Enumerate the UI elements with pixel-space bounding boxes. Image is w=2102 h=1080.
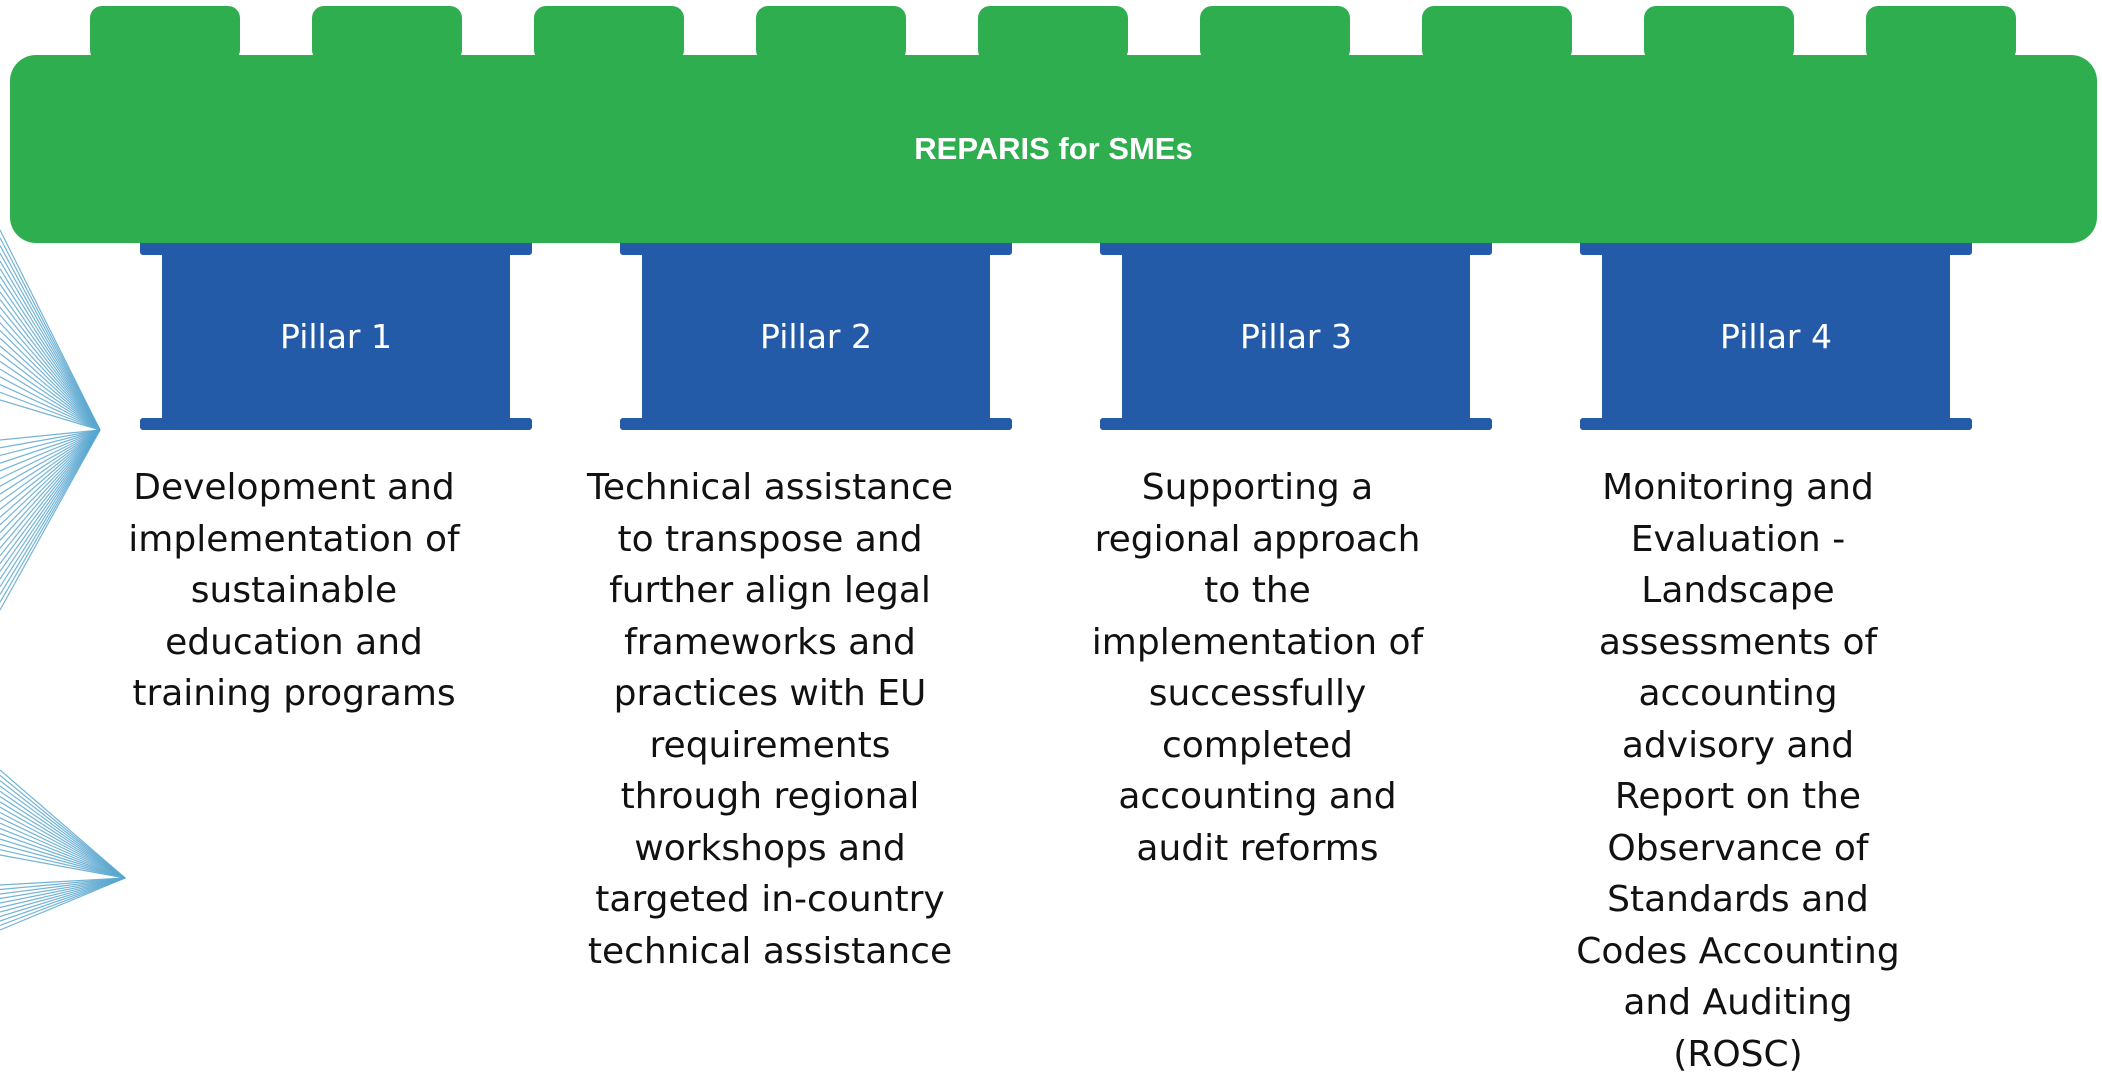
pillar-3-description: Supporting a regional approach to the im… (1091, 467, 1424, 869)
pillar-cap-bottom (620, 418, 1012, 430)
banner-tab (534, 6, 684, 62)
banner-tab (1644, 6, 1794, 62)
decorative-line-pattern (0, 229, 126, 931)
banner-tab (90, 6, 240, 62)
pillar-label: Pillar 4 (1602, 251, 1950, 422)
banner-tab (1200, 6, 1350, 62)
pillar-2-description: Technical assistance to transpose and fu… (586, 467, 953, 972)
pillar-3: Pillar 3 (1100, 243, 1492, 430)
pillar-4: Pillar 4 (1580, 243, 1972, 430)
pillar-label: Pillar 2 (642, 251, 990, 422)
pillar-4-description: Monitoring and Evaluation - Landscape as… (1576, 467, 1900, 1075)
banner-tab (1422, 6, 1572, 62)
pillar-2: Pillar 2 (620, 243, 1012, 430)
banner-tab (1866, 6, 2016, 62)
pillar-1: Pillar 1 (140, 243, 532, 430)
pillar-cap-bottom (140, 418, 532, 430)
banner-tab (756, 6, 906, 62)
pillar-cap-bottom (1100, 418, 1492, 430)
pillar-label: Pillar 1 (162, 251, 510, 422)
banner-tab (978, 6, 1128, 62)
banner-tab (312, 6, 462, 62)
pillar-label: Pillar 3 (1122, 251, 1470, 422)
pillar-cap-bottom (1580, 418, 1972, 430)
pillar-1-description: Development and implementation of sustai… (128, 467, 460, 714)
banner-title: REPARIS for SMEs (10, 55, 2097, 243)
